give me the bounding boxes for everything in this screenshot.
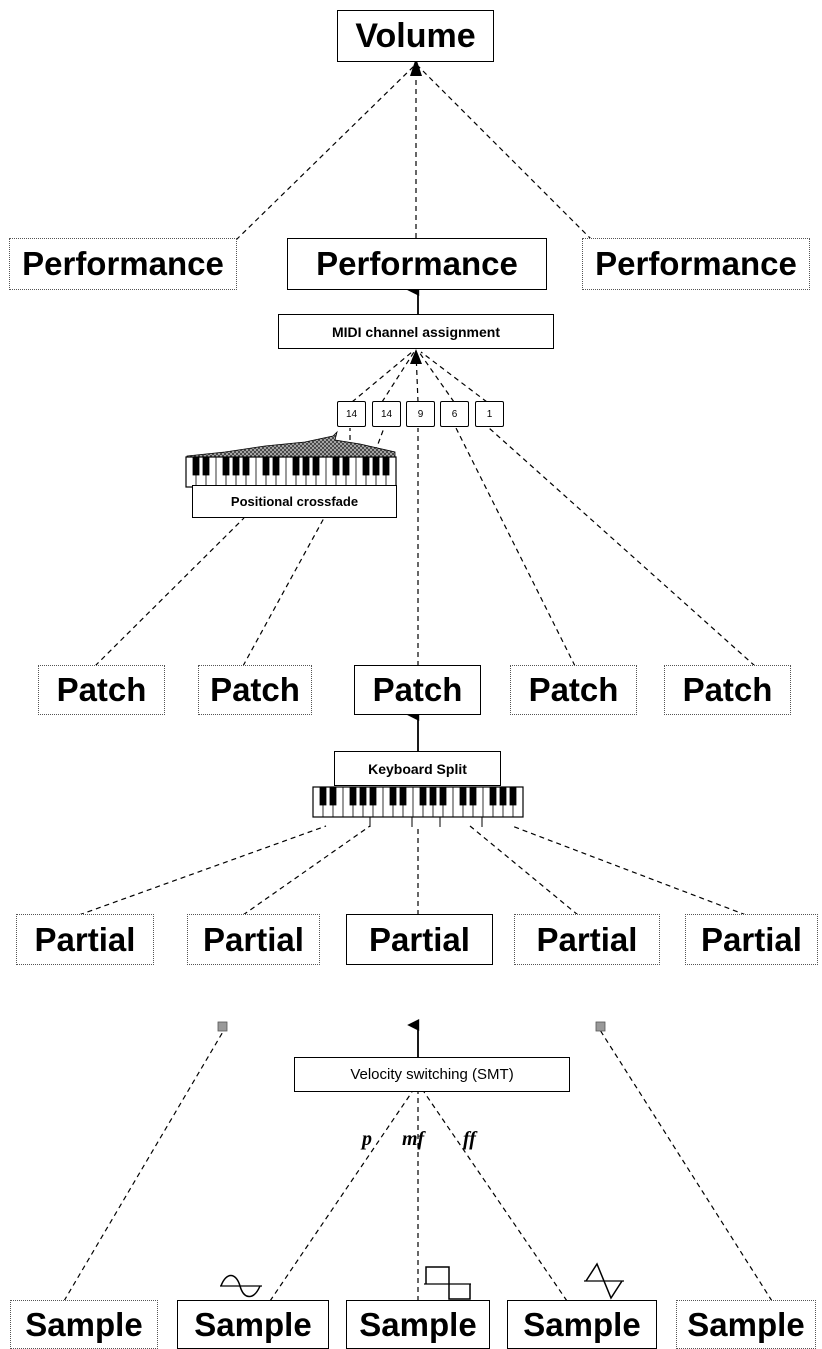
dynamic-ff-label: ff: [463, 1128, 476, 1150]
square-wave-icon: [424, 1266, 471, 1300]
midi-channel-badge: 14: [372, 401, 401, 427]
performance-box-center: Performance: [287, 238, 547, 290]
patch-box: Patch: [510, 665, 637, 715]
patch-box: Patch: [198, 665, 312, 715]
midi-channel-assignment-box: MIDI channel assignment: [278, 314, 554, 349]
sample-box: Sample: [676, 1300, 816, 1349]
partial-box-center: Partial: [346, 914, 493, 965]
midi-channel-badge: 1: [475, 401, 504, 427]
sample-box: Sample: [10, 1300, 158, 1349]
keyboard-split-box: Keyboard Split: [334, 751, 501, 786]
patch-box-center: Patch: [354, 665, 481, 715]
partial-box: Partial: [685, 914, 818, 965]
positional-crossfade-box: Positional crossfade: [192, 485, 397, 518]
performance-box-right: Performance: [582, 238, 810, 290]
sample-box-center: Sample: [346, 1300, 490, 1349]
partial-box: Partial: [187, 914, 320, 965]
volume-box: Volume: [337, 10, 494, 62]
midi-channel-badge: 6: [440, 401, 469, 427]
keyboard-split-icon: [312, 786, 524, 827]
sample-box: Sample: [507, 1300, 657, 1349]
patch-box: Patch: [664, 665, 791, 715]
velocity-switching-box: Velocity switching (SMT): [294, 1057, 570, 1092]
dynamic-mf-label: mf: [402, 1128, 425, 1150]
crossfade-curve-icon: [186, 430, 396, 459]
crossfade-keyboard-icon: [185, 430, 397, 488]
dynamic-p-label: p: [362, 1128, 372, 1150]
partial-box: Partial: [16, 914, 154, 965]
performance-box-left: Performance: [9, 238, 237, 290]
sine-wave-icon: [220, 1274, 262, 1298]
sample-box: Sample: [177, 1300, 329, 1349]
midi-channel-badge: 9: [406, 401, 435, 427]
sawtooth-wave-icon: [584, 1262, 624, 1300]
patch-box: Patch: [38, 665, 165, 715]
midi-channel-badge: 14: [337, 401, 366, 427]
partial-box: Partial: [514, 914, 660, 965]
